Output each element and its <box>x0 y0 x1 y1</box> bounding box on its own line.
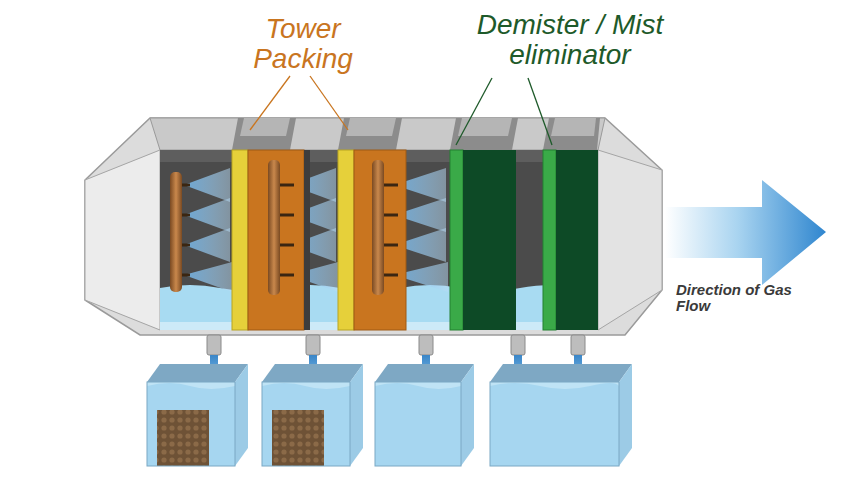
housing-top <box>150 118 605 150</box>
spray-cones <box>184 168 448 292</box>
demister-leaders <box>456 78 552 145</box>
part-label: Tower Packing <box>228 14 378 74</box>
gas-flow-arrow <box>665 180 826 285</box>
demister-pads <box>450 150 598 330</box>
packing-beds <box>232 150 406 330</box>
access-hatches <box>232 118 600 150</box>
flow-note: Direction of Gas Flow <box>676 282 806 314</box>
housing-outlet-face <box>598 150 662 330</box>
packing-leaders <box>250 76 348 130</box>
spray-headers <box>170 160 398 295</box>
part-label: Demister / Mist eliminator <box>440 10 700 70</box>
collection-tanks <box>147 364 632 466</box>
housing-inlet-face <box>85 150 160 330</box>
housing-shell <box>85 118 662 335</box>
interior-cutaway <box>160 150 598 330</box>
